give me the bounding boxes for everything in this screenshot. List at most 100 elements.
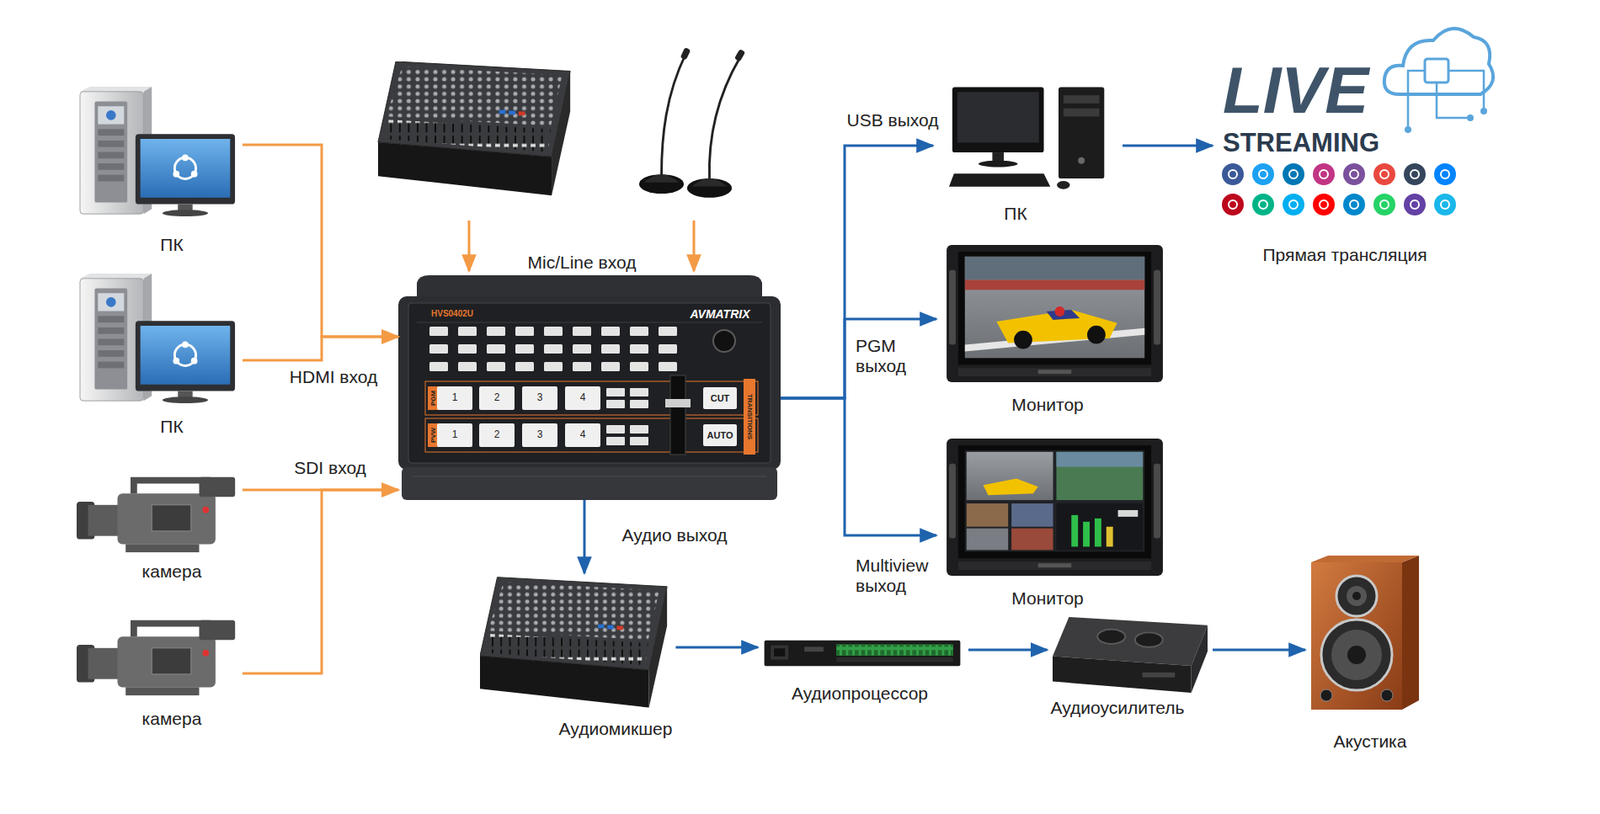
art-part	[1403, 163, 1426, 186]
processor-art	[764, 640, 961, 667]
device-art	[76, 47, 1419, 710]
art-part	[1410, 200, 1419, 209]
signal-arrow	[242, 144, 399, 337]
art-part	[629, 400, 649, 409]
art-part	[743, 378, 756, 455]
art-part	[1404, 126, 1412, 134]
text-holder: Аудиомикшер	[559, 719, 673, 740]
art-part	[401, 467, 778, 501]
text-holder: Аудиопроцессор	[791, 683, 928, 704]
model-name: HVS0402U	[431, 309, 474, 320]
art-part	[1403, 193, 1426, 216]
pc-node: ПК	[74, 84, 243, 262]
speaker-node: Акустика	[1305, 549, 1432, 756]
text-holder: ПК	[160, 234, 183, 256]
mixer-art	[480, 577, 667, 709]
art-part	[1343, 193, 1366, 216]
text-holder: Прямая трансляция	[1262, 245, 1427, 266]
device-label: камера	[142, 709, 203, 730]
art-part	[1228, 200, 1238, 209]
video-switcher: HVS0402U AVMATRIX	[398, 275, 781, 501]
logo-word: STREAMING	[1222, 128, 1380, 159]
key-number: 1	[452, 429, 459, 442]
art-part	[703, 424, 737, 447]
brand-name: AVMATRIX	[689, 307, 750, 321]
text-holder: LIVE	[1222, 53, 1369, 129]
text-holder: 1	[452, 429, 459, 442]
art-part	[1221, 163, 1244, 186]
text-holder: камера	[142, 709, 203, 730]
input-label: Mic/Line вход	[528, 252, 637, 273]
text-holder: PGM выход	[853, 336, 908, 377]
text-holder: 1	[452, 392, 459, 405]
device-label: Акустика	[1333, 731, 1408, 752]
art-part	[1312, 193, 1335, 216]
device-label: ПК	[1003, 203, 1027, 224]
art-part	[565, 386, 601, 411]
art-part	[1349, 170, 1359, 179]
art-part	[606, 437, 625, 446]
live-stream-node: LIVESTREAMING Прямая трансляция	[1212, 11, 1495, 270]
key-number: 4	[580, 392, 587, 405]
art-part	[1373, 193, 1396, 216]
art-part	[1440, 170, 1450, 179]
mixer-node: Аудиомикшер	[476, 573, 676, 743]
art-part	[1434, 193, 1456, 216]
art-part	[429, 326, 683, 373]
monitor-node: Монитор	[936, 436, 1166, 613]
live-streaming-logo	[1221, 28, 1494, 216]
text-holder: 4	[580, 429, 587, 442]
text-holder: AUTO	[707, 430, 734, 442]
art-part	[425, 381, 758, 416]
text-holder: SDI вход	[292, 458, 368, 479]
text-holder: PGM	[429, 390, 438, 406]
art-part	[713, 330, 736, 352]
art-part	[1380, 200, 1389, 209]
signal-arrow	[675, 646, 758, 650]
pc-art	[80, 86, 235, 217]
text-holder: Монитор	[1011, 394, 1083, 416]
art-part	[606, 400, 625, 409]
pc-art	[949, 86, 1104, 189]
art-part	[1258, 170, 1268, 179]
device-label: ПК	[160, 416, 183, 438]
art-part	[629, 437, 649, 446]
camera-node: камера	[74, 608, 243, 733]
pc-node: ПК	[74, 271, 243, 441]
art-part	[1480, 107, 1488, 115]
text-holder: USB выход	[845, 110, 941, 131]
text-holder: 3	[537, 429, 544, 442]
signal-arrow	[968, 649, 1047, 652]
art-part	[606, 388, 625, 397]
pc-node: ПК	[933, 82, 1123, 228]
bus-label: PVW	[429, 427, 438, 443]
art-part	[1349, 200, 1359, 209]
edge-label: PGM выход	[853, 336, 908, 377]
art-part	[408, 303, 771, 464]
signal-arrow	[780, 145, 934, 399]
art-part	[398, 296, 781, 470]
art-part	[629, 425, 649, 434]
art-part	[1466, 114, 1474, 122]
signal-arrow	[242, 336, 399, 361]
text-holder: Монитор	[1011, 588, 1083, 609]
art-part	[1384, 28, 1494, 95]
art-part	[565, 423, 601, 448]
device-label: Прямая трансляция	[1262, 245, 1427, 266]
text-holder: ПК	[160, 416, 183, 438]
edge-label: Multiview выход	[853, 555, 930, 597]
art-part	[629, 388, 649, 397]
art-part	[1343, 163, 1366, 186]
bus-label: PGM	[429, 390, 438, 406]
art-part	[522, 423, 558, 448]
art-part	[1440, 200, 1450, 209]
art-part	[1312, 163, 1335, 186]
processor-node: Аудиопроцессор	[757, 631, 969, 708]
signal-arrow	[1122, 144, 1213, 148]
text-holder: 2	[494, 392, 501, 405]
signal-arrow	[242, 490, 399, 674]
microphone-art	[639, 47, 746, 198]
art-part	[1252, 163, 1275, 186]
